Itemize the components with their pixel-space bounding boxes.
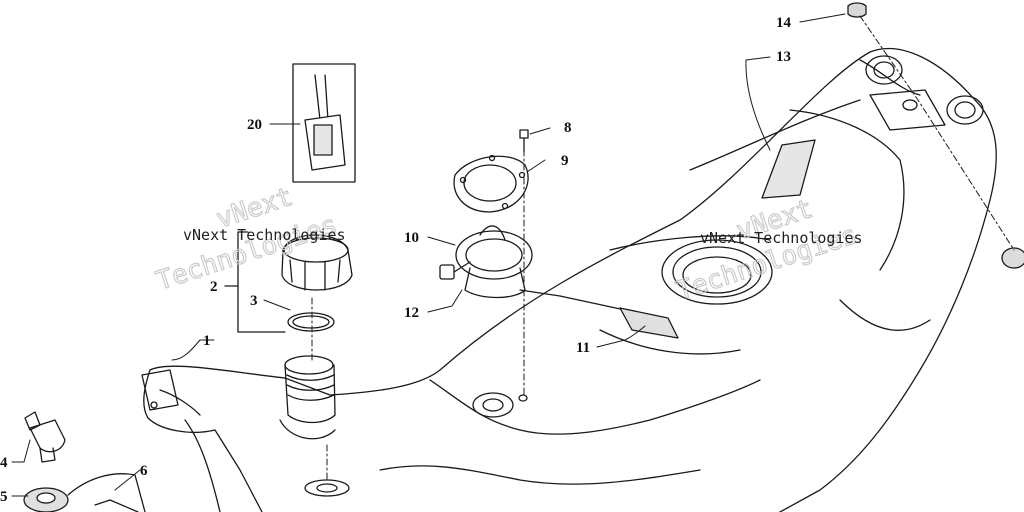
fuel-cap xyxy=(281,234,353,291)
callout-13: 13 xyxy=(776,49,791,65)
callout-8: 8 xyxy=(564,120,572,136)
callout-20: 20 xyxy=(247,117,262,133)
callout-12: 12 xyxy=(404,305,419,321)
watermark-caption: vNext Technologies xyxy=(183,226,346,244)
callout-labels: 1 2 3 4 5 6 8 9 10 11 12 13 14 20 xyxy=(0,15,792,505)
callout-2: 2 xyxy=(210,279,218,295)
bracket-2-3 xyxy=(237,231,286,333)
hose xyxy=(67,473,146,512)
rubber-plug xyxy=(847,2,867,18)
callout-5: 5 xyxy=(0,489,8,505)
grommet xyxy=(1001,247,1024,269)
callout-9: 9 xyxy=(561,153,569,169)
leader-lines xyxy=(11,13,1015,497)
fuel-pump-module xyxy=(439,225,533,299)
inset-box xyxy=(292,63,356,183)
pump-opening xyxy=(661,239,773,305)
gasket xyxy=(453,154,529,213)
callout-10: 10 xyxy=(404,230,419,246)
screw xyxy=(519,129,529,153)
label-plate xyxy=(761,139,816,199)
callout-1: 1 xyxy=(203,333,211,349)
callout-4: 4 xyxy=(0,455,8,471)
filler-neck xyxy=(284,355,336,424)
callout-14: 14 xyxy=(776,15,792,31)
callout-3: 3 xyxy=(250,293,258,309)
callout-6: 6 xyxy=(140,463,148,479)
fuel-tank-body xyxy=(141,47,997,512)
washer xyxy=(23,487,69,512)
watermark-right: vNext Technologies vNext Technologies xyxy=(672,193,863,307)
watermark-caption-2: vNext Technologies xyxy=(700,229,863,247)
fuel-level-sender xyxy=(519,289,679,339)
drain-fitting xyxy=(24,411,66,463)
callout-11: 11 xyxy=(576,340,590,356)
o-ring xyxy=(287,312,335,332)
